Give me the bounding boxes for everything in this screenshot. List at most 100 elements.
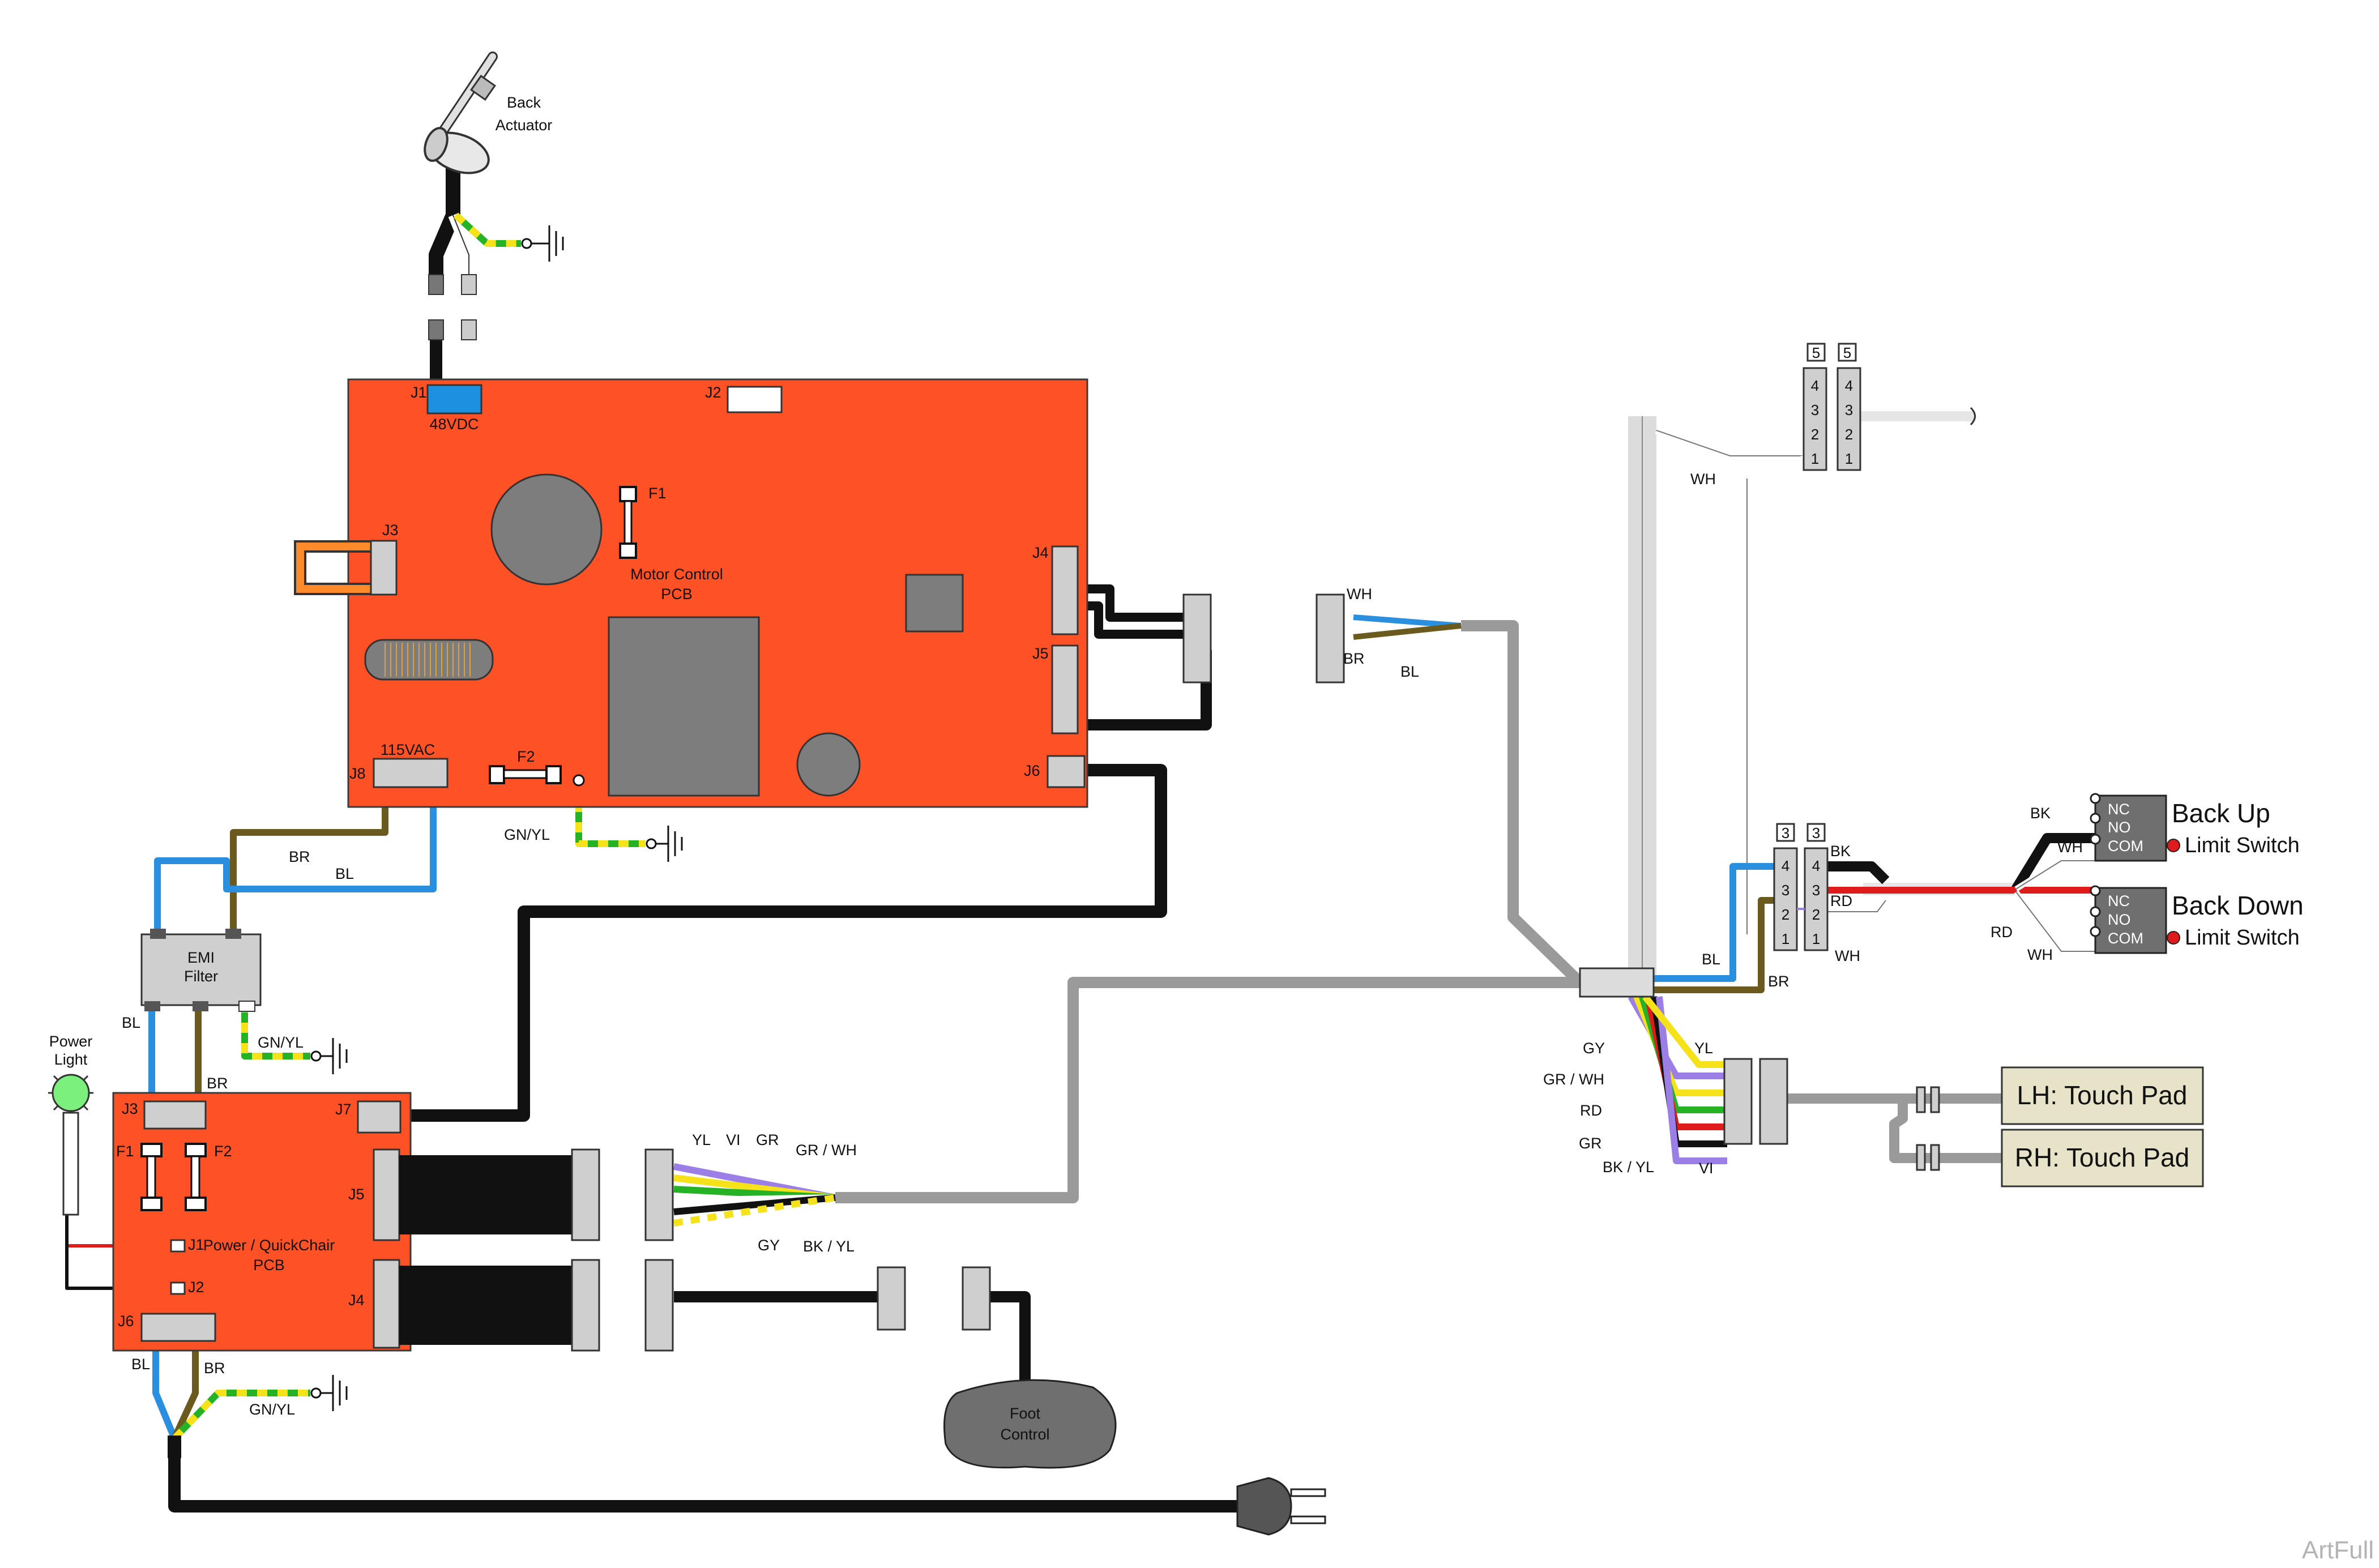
power-connector-j7 <box>357 1100 402 1134</box>
motor-f1-label: F1 <box>648 485 667 502</box>
harness-gr-label: GR <box>756 1131 779 1148</box>
gray-cable-motor-to-junction <box>1461 620 1584 987</box>
emi-filter-label-1: EMI <box>187 949 215 966</box>
right-vi-label: VI <box>1699 1160 1714 1177</box>
connector-j2 <box>727 386 783 413</box>
wire-blue-junction-3pin <box>1654 863 1778 982</box>
pin3-2-a: 2 <box>1782 906 1789 923</box>
limit-rd-label-1: RD <box>1830 892 1852 909</box>
lh-touch-pad-label: LH: Touch Pad <box>2017 1080 2188 1110</box>
wire-white-motor-harness <box>1352 592 1462 629</box>
harness-vi-label: VI <box>726 1131 741 1148</box>
motor-pcb-label-1: Motor Control <box>630 566 723 583</box>
power-plug-icon <box>1236 1477 1326 1536</box>
black-cable-j4 <box>1075 584 1186 622</box>
emi-filter: EMI Filter <box>140 929 262 1012</box>
connector-j4 <box>1051 545 1079 635</box>
power-light: Power Light <box>48 1033 93 1216</box>
wire-blue-j8-emi <box>154 781 437 934</box>
power-light-icon <box>48 1074 93 1112</box>
back-actuator-label-1: Back <box>507 94 541 111</box>
capacitor-icon <box>490 473 603 586</box>
switch-up-nc: NC <box>2108 801 2130 818</box>
connector-5-label-b: 5 <box>1843 344 1851 361</box>
switch-up-no: NO <box>2108 819 2131 836</box>
ribbon-cable-j4 <box>399 1266 575 1345</box>
power-quickchair-pcb: J3 J7 F1 F2 J5 J1 J2 Power / QuickChair … <box>112 1092 412 1352</box>
pin-1-a: 1 <box>1811 450 1819 467</box>
motor-j3-label: J3 <box>382 522 399 539</box>
pin3-1-a: 1 <box>1782 930 1789 947</box>
pin3-1-b: 1 <box>1812 930 1820 947</box>
motor-harness-br-label: BR <box>1343 650 1365 667</box>
motor-j8-label: J8 <box>349 765 366 782</box>
power-j5-label: J5 <box>348 1186 365 1203</box>
harness-yl-label: YL <box>692 1131 711 1148</box>
small-ic-icon <box>905 574 964 633</box>
power-connector-j4 <box>373 1259 400 1349</box>
motor-j2-label: J2 <box>705 384 721 401</box>
pin-4-b: 4 <box>1845 377 1853 394</box>
connector-3-label-b: 3 <box>1812 824 1820 841</box>
pin3-3-b: 3 <box>1812 882 1820 899</box>
motor-j6-label: J6 <box>1024 762 1040 779</box>
motor-control-pcb: J1 48VDC J2 F1 J3 Motor Control PCB <box>294 378 1088 808</box>
wire-bl-label-3: BL <box>131 1356 150 1373</box>
power-connector-j1 <box>170 1239 186 1253</box>
harness-junction <box>1579 967 1655 998</box>
wire-bl-label-1: BL <box>335 865 354 882</box>
power-connector-j5 <box>373 1148 400 1241</box>
harness-bkyl-label: BK / YL <box>803 1238 855 1255</box>
wire-brown-j6-cord <box>171 1348 199 1440</box>
right-gy-label: GY <box>1583 1040 1605 1057</box>
harness-gy-label: GY <box>758 1237 780 1254</box>
limit-bk-label-2: BK <box>2030 805 2051 822</box>
power-light-label-1: Power <box>49 1033 93 1050</box>
back-actuator: Back Actuator <box>424 52 552 340</box>
motor-f2-label: F2 <box>517 748 535 765</box>
pin-2-b: 2 <box>1845 426 1853 443</box>
wire-blue-motor-harness <box>1353 614 1462 629</box>
pin-3-b: 3 <box>1845 401 1853 418</box>
touch-pad-connectors <box>1723 1058 1940 1171</box>
fuse-f1-power-icon <box>140 1143 163 1211</box>
pin-1-b: 1 <box>1845 450 1853 467</box>
connector-j6 <box>1047 755 1086 788</box>
wire-black-up <box>1826 861 1890 885</box>
fuse-f2-power-icon <box>185 1143 207 1211</box>
limit-bk-label-1: BK <box>1830 843 1851 860</box>
switch-down-nc: NC <box>2108 892 2130 909</box>
pin3-2-b: 2 <box>1812 906 1820 923</box>
wire-blue-j6-cord <box>152 1348 178 1440</box>
power-pcb-board <box>112 1092 412 1352</box>
right-grwh-label: GR / WH <box>1543 1071 1604 1088</box>
switch-down-button-icon <box>2167 931 2180 945</box>
switch-up-button-icon <box>2167 839 2180 852</box>
power-light-label-2: Light <box>54 1051 88 1068</box>
ground-icon <box>310 1038 348 1074</box>
ground-symbols <box>310 225 683 1411</box>
pin3-3-a: 3 <box>1782 882 1789 899</box>
pin-3-a: 3 <box>1811 401 1819 418</box>
power-connector-j2 <box>170 1281 186 1295</box>
lh-touch-pad <box>2001 1066 2204 1125</box>
pin3-4-b: 4 <box>1812 857 1820 874</box>
large-ic-icon <box>608 616 760 797</box>
power-j1-label: J1 <box>188 1236 204 1253</box>
switch-up-com: COM <box>2108 838 2143 855</box>
harness-wh-label: WH <box>1690 471 1716 488</box>
connector-5-label-a: 5 <box>1812 344 1820 361</box>
right-color-harness <box>1628 994 1727 1164</box>
motor-pcb-label-2: PCB <box>661 586 693 603</box>
power-color-harness <box>673 1163 836 1227</box>
emi-ground-wire-label: GN/YL <box>258 1034 304 1051</box>
switch-down-com: COM <box>2108 930 2143 947</box>
power-f2-label: F2 <box>214 1143 232 1160</box>
foot-control-cable-b <box>990 1291 1031 1393</box>
motor-harness-connector-b <box>1316 593 1345 683</box>
motor-115vac-label: 115VAC <box>381 741 435 758</box>
back-up-limit-label: Limit Switch <box>2185 834 2300 857</box>
rh-touch-pad <box>2001 1129 2204 1187</box>
